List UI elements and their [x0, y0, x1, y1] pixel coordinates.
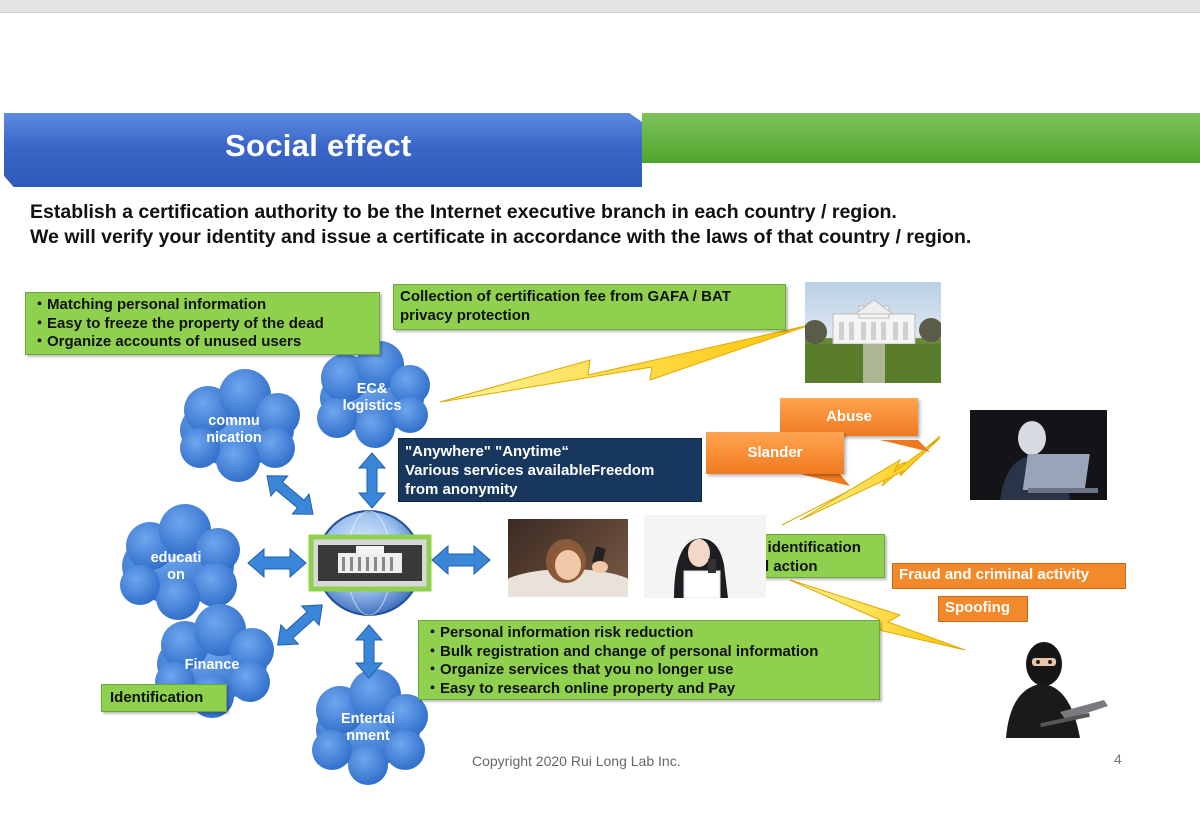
cloud-education	[120, 504, 240, 620]
benefits-bottom-box: ・Personal information risk reduction ・Bu…	[418, 620, 880, 700]
globe-hub	[308, 510, 432, 616]
white-house-photo	[805, 282, 941, 383]
anywhere-line-3: from anonymity	[405, 481, 518, 498]
benefits-top-item-3: ・Organize accounts of unused users	[32, 333, 302, 350]
hacker-laptop-illustration	[1000, 421, 1098, 500]
heading-line-1: Establish a certification authority to b…	[30, 201, 897, 223]
benefits-bottom-item-1: ・Personal information risk reduction	[425, 624, 694, 641]
arrows	[247, 452, 491, 679]
benefits-top-box: ・Matching personal information ・Easy to …	[25, 292, 380, 355]
benefits-bottom-item-2: ・Bulk registration and change of persona…	[425, 642, 819, 660]
slide-title: Social effect	[225, 128, 412, 163]
page-number: 4	[1114, 751, 1122, 767]
anywhere-line-2: Various services availableFreedom	[405, 462, 655, 479]
cloud-label-finance: Finance	[184, 657, 240, 673]
abuse-bubble-tail	[880, 440, 930, 452]
arrow-left-education	[247, 547, 307, 579]
arrow-down-entertainment	[354, 624, 384, 679]
cloud-label-entertainment: Entertai nment	[328, 711, 408, 745]
cloud-entertainment-line-1: Entertai	[341, 711, 395, 727]
bolt-fraud	[789, 579, 966, 651]
cloud-communication-line-1: commu	[208, 413, 260, 429]
cloud-ec-line-2: logistics	[342, 398, 402, 414]
anywhere-box: "Anywhere" "Anytime“ Various services av…	[398, 438, 702, 502]
arrow-diag-communication	[266, 475, 314, 515]
benefits-top-item-1: ・Matching personal information	[32, 296, 267, 313]
hacker-laptop-photo	[970, 410, 1107, 500]
cloud-label-ec: EC& logistics	[332, 381, 412, 415]
benefits-bottom-item-3: ・Organize services that you no longer us…	[425, 661, 734, 678]
woman-smartphone-photo	[644, 515, 766, 598]
masked-hacker-photo	[1000, 640, 1110, 738]
cloud-communication	[180, 369, 300, 482]
benefits-bottom-item-4: ・Easy to research online property and Pa…	[425, 679, 736, 697]
white-house-illustration	[805, 299, 941, 383]
woman-phone-illustration	[508, 539, 628, 597]
threat-spoofing: Spoofing	[938, 596, 1028, 622]
masked-hacker-illustration	[1006, 642, 1108, 738]
cloud-education-line-1: educati	[150, 550, 202, 566]
threat-slander: Slander	[706, 432, 844, 474]
heading-line-2: We will verify your identity and issue a…	[30, 226, 972, 248]
title-banner	[4, 113, 642, 187]
anywhere-line-1: "Anywhere" "Anytime“	[405, 443, 569, 460]
cloud-ec-line-1: EC&	[356, 381, 388, 397]
cloud-education-line-2: on	[167, 567, 185, 583]
window-top-bar	[0, 0, 1200, 13]
cloud-entertainment	[312, 669, 428, 785]
woman-phone-photo	[508, 519, 628, 597]
woman-smartphone-illustration	[674, 538, 728, 598]
lightning-bolts	[439, 324, 966, 651]
gafa-line-2: privacy protection	[400, 306, 531, 324]
threat-abuse: Abuse	[780, 398, 918, 436]
copyright-text: Copyright 2020 Rui Long Lab Inc.	[472, 753, 681, 769]
arrow-diag-finance	[277, 604, 323, 646]
cloud-label-education: educati on	[136, 550, 216, 584]
gafa-box: Collection of certification fee from GAF…	[393, 284, 786, 330]
slander-bubble-tail	[800, 474, 850, 486]
arrow-right-photos	[431, 544, 491, 576]
arrow-up-ec	[357, 452, 387, 509]
identification-box: Identification	[101, 684, 227, 712]
gafa-line-1: Collection of certification fee from GAF…	[400, 288, 731, 305]
cloud-communication-line-2: nication	[206, 430, 262, 446]
cloud-entertainment-line-2: nment	[346, 728, 390, 744]
cloud-label-communication: commu nication	[194, 413, 274, 447]
threat-fraud: Fraud and criminal activity	[892, 563, 1126, 589]
benefits-top-item-2: ・Easy to freeze the property of the dead	[32, 314, 324, 332]
bolt-abuse-2	[799, 437, 941, 521]
bolt-whitehouse	[439, 324, 811, 403]
title-banner-green-strip	[642, 113, 1200, 163]
